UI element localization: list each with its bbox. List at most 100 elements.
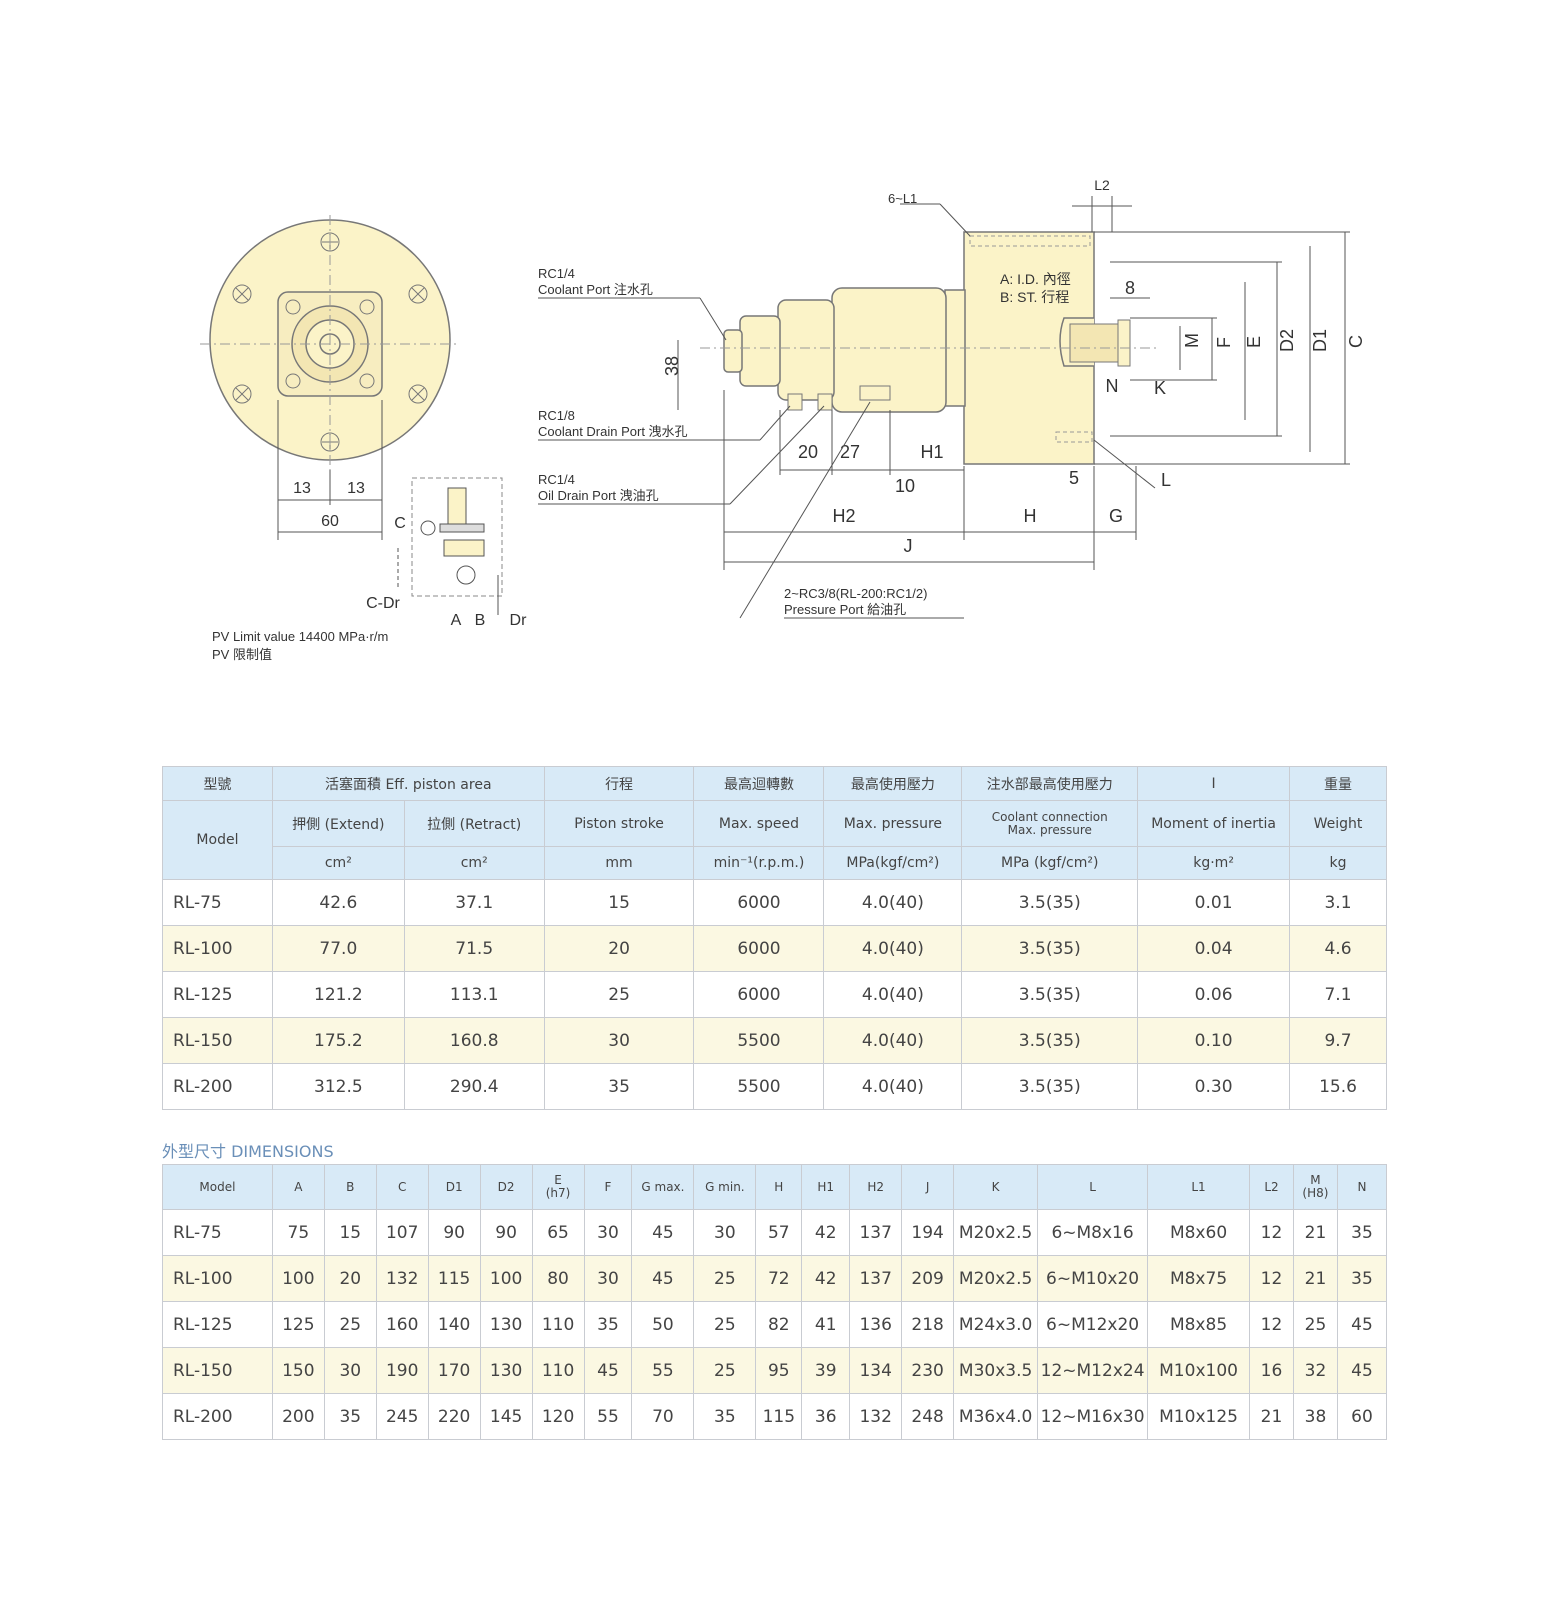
circuit-label-a: A [451, 612, 462, 629]
dim-cell: 137 [849, 1209, 903, 1256]
dim-G: G [1109, 506, 1123, 526]
circuit-label-c-dr: C-Dr [366, 595, 400, 612]
header-extend: 押側 (Extend) [271, 800, 405, 847]
dim-cell: 36 [801, 1393, 851, 1440]
dim-cell-model: RL-75 [162, 1209, 273, 1256]
side-view: C D1 D2 E F M L2 8 6~L1 A: I.D. 內徑 B: ST… [538, 177, 1366, 619]
header-pressure-cn: 最高使用壓力 [823, 766, 963, 801]
dim-cell: 134 [849, 1347, 903, 1394]
dim-H1: H1 [920, 442, 943, 462]
circuit-label-b: B [475, 612, 486, 629]
note-a: A: I.D. 內徑 [1000, 271, 1071, 287]
spec-cell: 4.0(40) [823, 879, 963, 926]
dim-cell: 50 [631, 1301, 695, 1348]
unit-extend: cm² [271, 846, 405, 880]
dim-header-label: L1 [1191, 1179, 1206, 1194]
spec-cell: 0.10 [1137, 1017, 1291, 1064]
dim-header-h2: H2 [849, 1164, 903, 1210]
front-view: 13 13 60 [200, 215, 460, 540]
spec-cell-model: RL-125 [162, 971, 273, 1018]
dim-E: E [1244, 336, 1264, 348]
dim-cell: 100 [271, 1255, 325, 1302]
spec-cell: 0.01 [1137, 879, 1291, 926]
dim-cell: 110 [531, 1347, 585, 1394]
note-b: B: ST. 行程 [1000, 289, 1069, 305]
spec-cell: 3.5(35) [961, 1063, 1139, 1110]
dim-cell: 75 [271, 1209, 325, 1256]
dim-cell: 21 [1249, 1393, 1294, 1440]
dim-cell: 220 [427, 1393, 481, 1440]
spec-cell: 5500 [693, 1017, 825, 1064]
dim-cell: 30 [693, 1209, 757, 1256]
dim-27: 27 [840, 442, 860, 462]
spec-cell: 3.5(35) [961, 925, 1139, 972]
dim-cell: M8x60 [1147, 1209, 1251, 1256]
oil-drain-name: Oil Drain Port 洩油孔 [538, 488, 659, 503]
dim-cell: 45 [631, 1255, 695, 1302]
dim-cell: 35 [1336, 1255, 1388, 1302]
dim-cell: 21 [1292, 1209, 1338, 1256]
dim-cell: 82 [755, 1301, 803, 1348]
dim-cell: 107 [375, 1209, 429, 1256]
dim-cell: 30 [583, 1209, 633, 1256]
unit-stroke: mm [543, 846, 695, 880]
dim-header-label: L2 [1264, 1179, 1279, 1194]
header-speed-en: Max. speed [693, 800, 825, 847]
dim-cell: 42 [801, 1255, 851, 1302]
dim-header-label: H2 [867, 1179, 885, 1194]
dim-H: H [1024, 506, 1037, 526]
spec-cell: 5500 [693, 1063, 825, 1110]
header-coolant-en-line1: Coolant connection [991, 809, 1108, 824]
header-coolant-en-line2: Max. pressure [1007, 822, 1092, 837]
dim-cell-model: RL-150 [162, 1347, 273, 1394]
dim-cell: 72 [755, 1255, 803, 1302]
dim-cell: 95 [755, 1347, 803, 1394]
dim-cell: 160 [375, 1301, 429, 1348]
dim-header-label: H [774, 1179, 784, 1194]
dim-cell: 12 [1249, 1209, 1294, 1256]
spec-cell: 312.5 [271, 1063, 405, 1110]
spec-cell: 3.5(35) [961, 879, 1139, 926]
dim-K: K [1154, 378, 1166, 398]
unit-weight: kg [1289, 846, 1387, 880]
dim-header-label: M [1310, 1173, 1321, 1187]
dim-cell: 45 [1336, 1347, 1388, 1394]
dim-header-k: K [953, 1164, 1039, 1210]
spec-cell: 20 [543, 925, 695, 972]
dim-cell: 45 [1336, 1301, 1388, 1348]
dim-cell: 65 [531, 1209, 585, 1256]
dim-cell: 57 [755, 1209, 803, 1256]
header-weight-en: Weight [1289, 800, 1387, 847]
dim-cell: 25 [1292, 1301, 1338, 1348]
pressure-port-code: 2~RC3/8(RL-200:RC1/2) [784, 586, 927, 601]
header-stroke-en: Piston stroke [543, 800, 695, 847]
dim-header-d2: D2 [479, 1164, 533, 1210]
dim-header-l1: L1 [1147, 1164, 1251, 1210]
dim-C: C [1346, 335, 1366, 348]
spec-cell: 37.1 [403, 879, 545, 926]
dim-cell: 130 [479, 1347, 533, 1394]
dim-J: J [904, 536, 913, 556]
dim-header-label: B [346, 1179, 355, 1194]
dim-13-right: 13 [347, 480, 365, 497]
dim-cell: 30 [583, 1255, 633, 1302]
dim-cell: 20 [323, 1255, 377, 1302]
dim-38: 38 [662, 356, 682, 376]
dim-cell: 194 [901, 1209, 955, 1256]
dim-cell: 25 [693, 1301, 757, 1348]
dim-header-label: G min. [705, 1179, 745, 1194]
spec-cell: 4.0(40) [823, 971, 963, 1018]
label-6-l1: 6~L1 [888, 191, 917, 206]
coolant-port-name: Coolant Port 注水孔 [538, 282, 653, 297]
dim-header-l2: L2 [1249, 1164, 1294, 1210]
dim-header-label: F [604, 1179, 612, 1194]
